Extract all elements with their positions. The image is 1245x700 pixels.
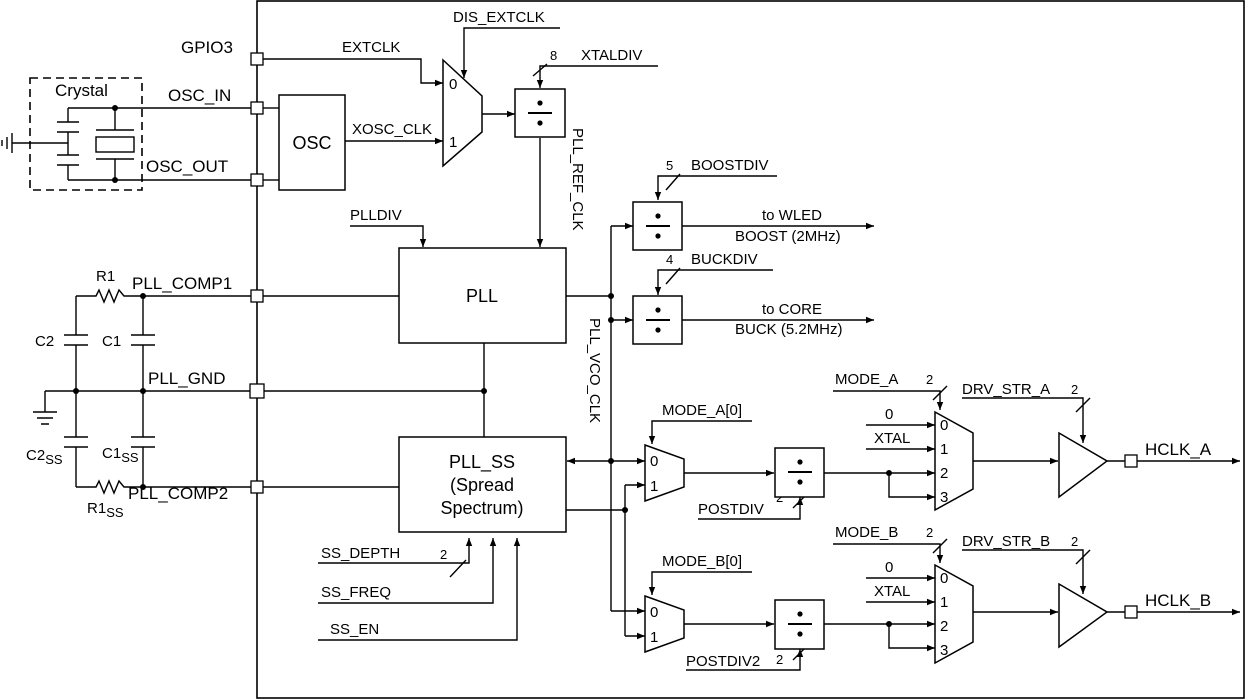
buckdiv-divider xyxy=(632,295,683,345)
r1-label: R1 xyxy=(96,268,115,285)
svg-text:1: 1 xyxy=(449,134,457,151)
pin-osc-out xyxy=(250,173,264,187)
mode-b-width: 2 xyxy=(926,525,933,540)
ss-freq-label: SS_FREQ xyxy=(321,584,391,601)
mux4a-xtal-label: XTAL xyxy=(874,430,910,447)
svg-text:1: 1 xyxy=(940,441,948,458)
clock-a-output-mux: 0 1 2 3 xyxy=(934,410,974,512)
svg-text:1: 1 xyxy=(940,594,948,611)
dis-extclk-label: DIS_EXTCLK xyxy=(453,9,545,26)
drv-str-b-label: DRV_STR_B xyxy=(962,533,1050,550)
postdiv2-label: POSTDIV2 xyxy=(686,653,760,670)
pin-pll-gnd-label: PLL_GND xyxy=(148,369,225,388)
xtaldiv-label: XTALDIV xyxy=(581,47,642,64)
to-wled-line1: to WLED xyxy=(762,207,822,224)
buckdiv-width: 4 xyxy=(666,252,673,267)
svg-text:0: 0 xyxy=(449,76,457,93)
boostdiv-label: BOOSTDIV xyxy=(691,157,769,174)
svg-text:1: 1 xyxy=(650,478,658,495)
buckdiv-label: BUCKDIV xyxy=(691,251,758,268)
pin-pll-comp2 xyxy=(250,480,264,494)
svg-text:0: 0 xyxy=(650,453,658,470)
clock-source-mux: 0 1 xyxy=(442,58,483,168)
pin-gpio3 xyxy=(250,52,264,66)
svg-text:PLL: PLL xyxy=(466,286,498,306)
plldiv-label: PLLDIV xyxy=(350,207,402,224)
pin-pll-gnd xyxy=(249,383,265,399)
svg-text:0: 0 xyxy=(940,417,948,434)
crystal-label: Crystal xyxy=(55,81,108,100)
pin-gpio3-label: GPIO3 xyxy=(181,38,233,57)
postdiv2-width: 2 xyxy=(776,652,783,667)
svg-text:(Spread: (Spread xyxy=(450,475,514,495)
pll-ss-block: PLL_SS (Spread Spectrum) xyxy=(398,436,567,533)
crystal-circuit: Crystal xyxy=(1,77,257,191)
mux4b-zero-label: 0 xyxy=(885,559,893,576)
postdiv2-divider xyxy=(774,599,825,650)
ss-depth-width: 2 xyxy=(440,547,447,562)
mode-b0-label: MODE_B[0] xyxy=(662,553,742,570)
pll-vco-clk-label: PLL_VCO_CLK xyxy=(586,318,603,423)
xosc-clk-label: XOSC_CLK xyxy=(352,121,432,138)
svg-text:0: 0 xyxy=(940,570,948,587)
pin-osc-out-label: OSC_OUT xyxy=(146,157,228,176)
extclk-label: EXTCLK xyxy=(342,39,400,56)
pin-hclk-a xyxy=(1124,454,1138,468)
xtaldiv-width: 8 xyxy=(550,48,557,63)
mode-b-label: MODE_B xyxy=(835,524,898,541)
loop-filter-circuit: R1 C2 C1 C2SS C1SS R1SS xyxy=(26,268,257,520)
pin-hclk-a-label: HCLK_A xyxy=(1145,440,1212,459)
hclk-a-driver-buffer xyxy=(1058,431,1109,499)
pin-hclk-b xyxy=(1124,605,1138,619)
ss-depth-label: SS_DEPTH xyxy=(321,545,400,562)
xtaldiv-divider xyxy=(514,88,566,138)
clock-b-output-mux: 0 1 2 3 xyxy=(934,563,974,665)
to-core-line1: to CORE xyxy=(762,301,822,318)
svg-text:2: 2 xyxy=(940,465,948,482)
drv-str-b-width: 2 xyxy=(1071,534,1078,549)
c2ss-label: C2SS xyxy=(26,447,63,467)
pin-pll-comp1 xyxy=(250,289,264,303)
mux4b-xtal-label: XTAL xyxy=(874,583,910,600)
boostdiv-width: 5 xyxy=(666,158,673,173)
svg-text:1: 1 xyxy=(650,629,658,646)
drv-str-a-width: 2 xyxy=(1071,382,1078,397)
c2-label: C2 xyxy=(35,333,54,350)
ss-en-label: SS_EN xyxy=(330,621,379,638)
hclk-b-driver-buffer xyxy=(1058,582,1109,649)
mode-a-width: 2 xyxy=(926,372,933,387)
drv-str-a-label: DRV_STR_A xyxy=(962,381,1050,398)
c1-label: C1 xyxy=(102,333,121,350)
mode-a0-mux: 0 1 xyxy=(644,443,685,503)
mode-a0-label: MODE_A[0] xyxy=(662,402,742,419)
svg-text:OSC: OSC xyxy=(292,133,331,153)
pin-osc-in-label: OSC_IN xyxy=(168,86,231,105)
to-core-line2: BUCK (5.2MHz) xyxy=(735,321,843,338)
c1ss-label: C1SS xyxy=(102,445,139,465)
postdiv-label: POSTDIV xyxy=(698,501,764,518)
svg-text:0: 0 xyxy=(650,604,658,621)
pll-block: PLL xyxy=(398,247,567,344)
svg-text:PLL_SS: PLL_SS xyxy=(449,452,515,473)
chip-boundary xyxy=(256,0,1245,699)
postdiv-divider xyxy=(774,447,825,498)
svg-text:2: 2 xyxy=(940,618,948,635)
mode-a-label: MODE_A xyxy=(835,371,898,388)
boostdiv-divider xyxy=(632,201,683,251)
pin-pll-comp2-label: PLL_COMP2 xyxy=(128,484,228,503)
pin-hclk-b-label: HCLK_B xyxy=(1145,591,1211,610)
osc-block: OSC xyxy=(278,94,346,191)
to-wled-line2: BOOST (2MHz) xyxy=(735,228,841,245)
svg-text:Spectrum): Spectrum) xyxy=(440,498,523,518)
mux4a-zero-label: 0 xyxy=(885,406,893,423)
svg-text:3: 3 xyxy=(940,642,948,659)
pll-ref-clk-label: PLL_REF_CLK xyxy=(569,128,586,231)
svg-text:3: 3 xyxy=(940,489,948,506)
pin-pll-comp1-label: PLL_COMP1 xyxy=(132,274,232,293)
r1ss-label: R1SS xyxy=(87,500,124,520)
pin-osc-in xyxy=(250,101,264,115)
mode-b0-mux: 0 1 xyxy=(644,594,685,654)
